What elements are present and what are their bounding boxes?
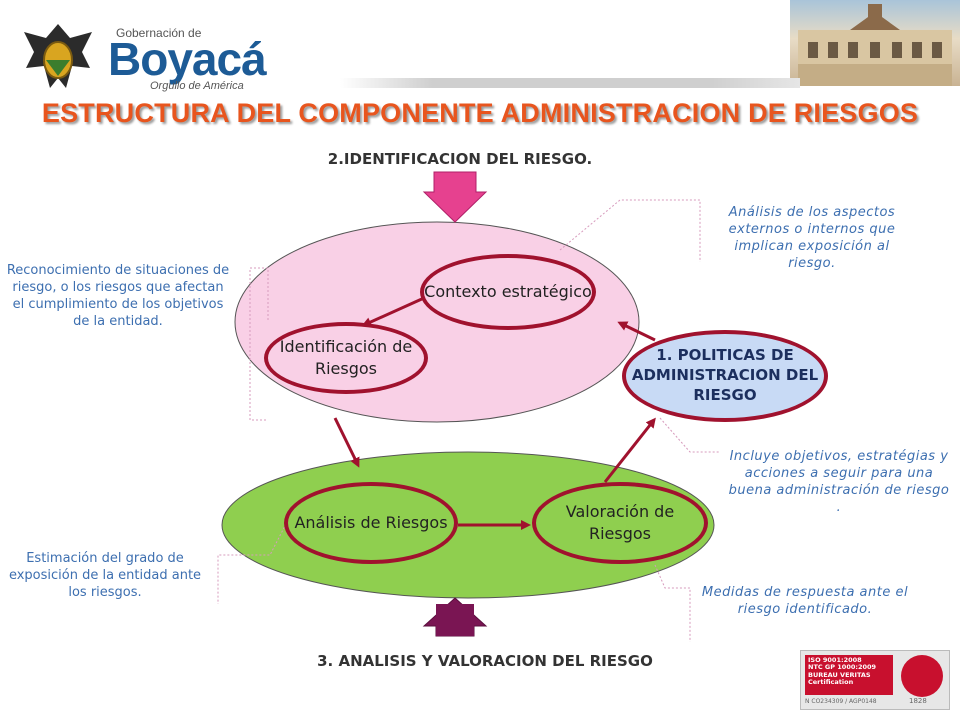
certification-text-block: ISO 9001:2008 NTC GP 1000:2009 BUREAU VE… — [805, 655, 893, 695]
bureau-veritas-seal-icon — [901, 655, 943, 697]
building-icon — [798, 4, 952, 86]
page-title: ESTRUCTURA DEL COMPONENTE ADMINISTRACION… — [41, 98, 919, 128]
cert-line-2: NTC GP 1000:2009 — [808, 663, 877, 672]
connector-politicas — [659, 417, 720, 453]
node-politicas: 1. POLITICAS DE ADMINISTRACION DEL RIESG… — [622, 330, 828, 422]
cert-line-3: BUREAU VERITAS — [808, 670, 871, 679]
cert-line-4: Certification — [808, 678, 854, 687]
arrow-contexto-to-identificacion — [361, 296, 425, 327]
note-contexto: Análisis de los aspectos externos o inte… — [728, 205, 896, 272]
cert-line-1: ISO 9001:2008 — [808, 656, 862, 664]
note-valoracion: Medidas de respuesta ante el riesgo iden… — [701, 585, 909, 618]
connector-analisis — [217, 519, 289, 604]
header-building-photo — [790, 0, 960, 86]
stage-identificacion-heading: 2.IDENTIFICACION DEL RIESGO. — [327, 150, 593, 168]
node-contexto-estrategico: Contexto estratégico — [420, 254, 596, 330]
note-politicas: Incluye objetivos, estratégias y accione… — [728, 449, 950, 516]
arrow-politicas-to-contexto — [617, 321, 656, 342]
stage-up-arrow-base — [436, 604, 474, 636]
logo-tagline: Orgullo de América — [150, 80, 244, 92]
arrow-valoracion-to-politicas — [603, 417, 656, 483]
note-identificacion: Reconocimiento de situaciones de riesgo,… — [6, 263, 230, 330]
node-valoracion-riesgos: Valoración de Riesgos — [532, 482, 708, 564]
cert-year: 1828 — [909, 697, 927, 705]
connector-contexto — [559, 199, 701, 262]
cert-code: N CO234309 / AGP0148 — [805, 698, 877, 705]
logo-top-text: Gobernación de — [116, 26, 202, 40]
stage-analisis-heading: 3. ANALISIS Y VALORACION DEL RIESGO — [317, 652, 653, 670]
node-identificacion-riesgos: Identificación de Riesgos — [264, 322, 428, 394]
identification-zone-ellipse — [234, 221, 640, 423]
connector-valoracion — [654, 564, 691, 642]
certification-badge: ISO 9001:2008 NTC GP 1000:2009 BUREAU VE… — [800, 650, 950, 710]
header-divider-bar — [340, 78, 800, 88]
connector-identificacion — [249, 267, 269, 421]
gobernacion-logo: Gobernación de Boyacá Orgullo de América — [18, 18, 268, 96]
note-analisis: Estimación del grado de exposición de la… — [8, 551, 202, 601]
node-analisis-riesgos: Análisis de Riesgos — [284, 482, 458, 564]
logo-name: Boyacá — [108, 33, 267, 85]
arrow-identificacion-to-analisis — [333, 417, 360, 468]
eagle-crest-icon — [24, 24, 92, 88]
stage-down-arrow — [422, 171, 488, 223]
